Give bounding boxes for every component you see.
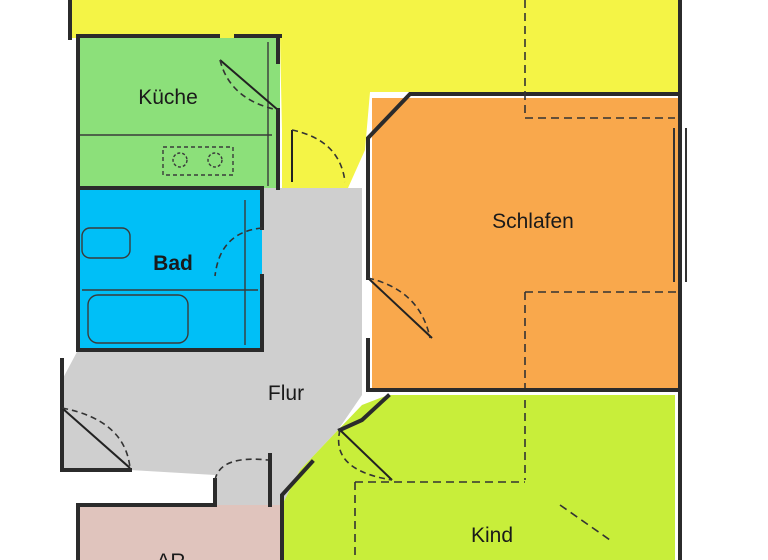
room-hallway[interactable] [62, 188, 362, 505]
walls [60, 0, 682, 560]
bath-label: Bad [153, 252, 193, 275]
storage-label: AR [156, 550, 185, 560]
room-child[interactable] [282, 395, 675, 560]
windows [673, 128, 687, 282]
child-room-label: Kind [471, 524, 513, 547]
bath-fixtures [81, 200, 258, 345]
room-storage[interactable] [78, 505, 282, 560]
room-living-area[interactable] [70, 0, 680, 188]
bedroom-label: Schlafen [492, 210, 574, 233]
dashed-lines [354, 0, 680, 560]
room-bedroom[interactable] [372, 98, 680, 388]
kitchen-counter [80, 42, 272, 186]
room-kitchen[interactable] [78, 38, 280, 188]
kitchen-label: Küche [138, 86, 198, 109]
doors [61, 59, 433, 481]
hallway-label: Flur [268, 382, 304, 405]
